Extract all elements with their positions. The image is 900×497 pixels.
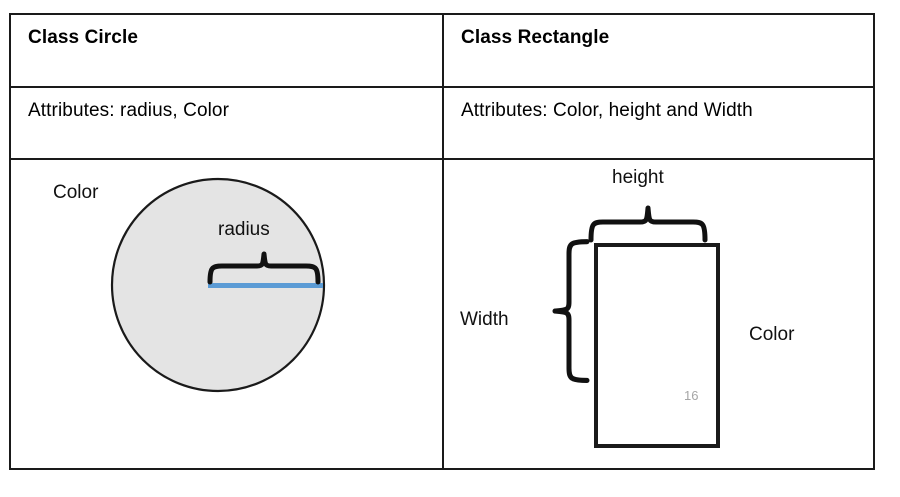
rectangle-height-label: height xyxy=(612,167,664,188)
width-brace xyxy=(552,239,590,383)
rectangle-color-label: Color xyxy=(749,324,795,345)
circle-radius-label: radius xyxy=(218,219,270,240)
table-attributes-row: Attributes: radius, Color Attributes: Co… xyxy=(11,88,873,160)
height-brace xyxy=(588,205,708,243)
attributes-cell-circle: Attributes: radius, Color xyxy=(11,88,444,158)
table-header-row: Class Circle Class Rectangle xyxy=(11,15,873,88)
header-cell-rectangle: Class Rectangle xyxy=(444,15,873,86)
radius-brace xyxy=(207,251,321,285)
class-comparison-table: Class Circle Class Rectangle Attributes:… xyxy=(9,13,875,470)
class-circle-title: Class Circle xyxy=(28,27,138,48)
circle-color-label: Color xyxy=(53,182,99,203)
figure-cell-rectangle: height Width Color 16 xyxy=(444,160,873,468)
circle-diagram-svg xyxy=(110,177,326,393)
circle-diagram: Color radius xyxy=(11,160,442,468)
header-cell-circle: Class Circle xyxy=(11,15,444,86)
circle-attributes-text: Attributes: radius, Color xyxy=(28,100,230,121)
rectangle-inner-number: 16 xyxy=(684,388,699,403)
rectangle-shapes-svg xyxy=(552,205,720,448)
rectangle-diagram: height Width Color 16 xyxy=(444,160,873,468)
table-figure-row: Color radius height xyxy=(11,160,873,468)
figure-cell-circle: Color radius xyxy=(11,160,444,468)
class-rectangle-title: Class Rectangle xyxy=(461,27,610,48)
rectangle-attributes-text: Attributes: Color, height and Width xyxy=(461,100,753,121)
rectangle-width-label: Width xyxy=(460,309,509,330)
attributes-cell-rectangle: Attributes: Color, height and Width xyxy=(444,88,873,158)
rectangle-shape xyxy=(594,243,720,448)
